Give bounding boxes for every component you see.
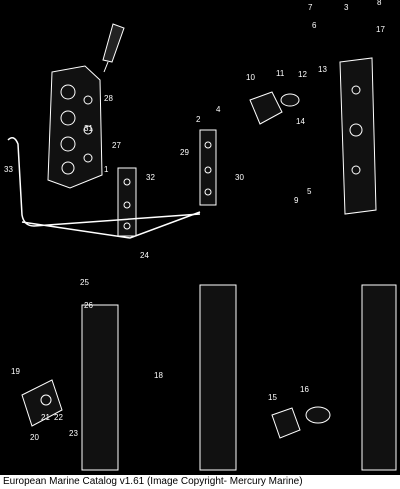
cover-11-assembly	[249, 91, 300, 125]
cylinder-head-upper-left	[47, 65, 103, 189]
valve-body-right	[339, 57, 377, 215]
callout-label: 4	[216, 105, 221, 114]
callout-label: 8	[377, 0, 382, 7]
callout-label: 23	[69, 429, 78, 438]
callout-label: 2	[196, 115, 201, 124]
callout-label: 5	[307, 187, 312, 196]
callout-label: 31	[84, 124, 93, 133]
callout-label: 28	[104, 94, 113, 103]
callout-label: 22	[54, 413, 63, 422]
callout-label: 3	[344, 3, 349, 12]
catalog-caption: European Marine Catalog v1.61 (Image Cop…	[0, 475, 400, 489]
manifold-1	[117, 167, 137, 237]
callout-label: 15	[268, 393, 277, 402]
callout-label: 9	[294, 196, 299, 205]
callout-label: 33	[4, 165, 13, 174]
manifold-2	[199, 129, 217, 206]
callout-label: 21	[41, 413, 50, 422]
spark-plug-10	[102, 23, 125, 73]
callout-label: 18	[154, 371, 163, 380]
callout-label: 17	[376, 25, 385, 34]
callout-label: 6	[312, 21, 317, 30]
callout-label: 20	[30, 433, 39, 442]
valve-body-lower	[81, 284, 397, 471]
callout-label: 1	[104, 165, 109, 174]
callout-label: 16	[300, 385, 309, 394]
callout-label: 19	[11, 367, 20, 376]
callout-label: 14	[296, 117, 305, 126]
callout-label: 11	[276, 69, 285, 78]
callout-label: 7	[308, 3, 313, 12]
callout-label: 26	[84, 301, 93, 310]
callout-label: 30	[235, 173, 244, 182]
callout-label: 24	[140, 251, 149, 260]
callout-label: 29	[180, 148, 189, 157]
cover-15-16-assembly	[271, 406, 331, 439]
cover-20-assembly	[21, 379, 63, 427]
tube-33	[7, 137, 201, 239]
callout-label: 13	[318, 65, 327, 74]
callout-label: 25	[80, 278, 89, 287]
callout-label: 12	[298, 70, 307, 79]
callout-label: 27	[112, 141, 121, 150]
callout-label: 32	[146, 173, 155, 182]
callout-label: 10	[246, 73, 255, 82]
